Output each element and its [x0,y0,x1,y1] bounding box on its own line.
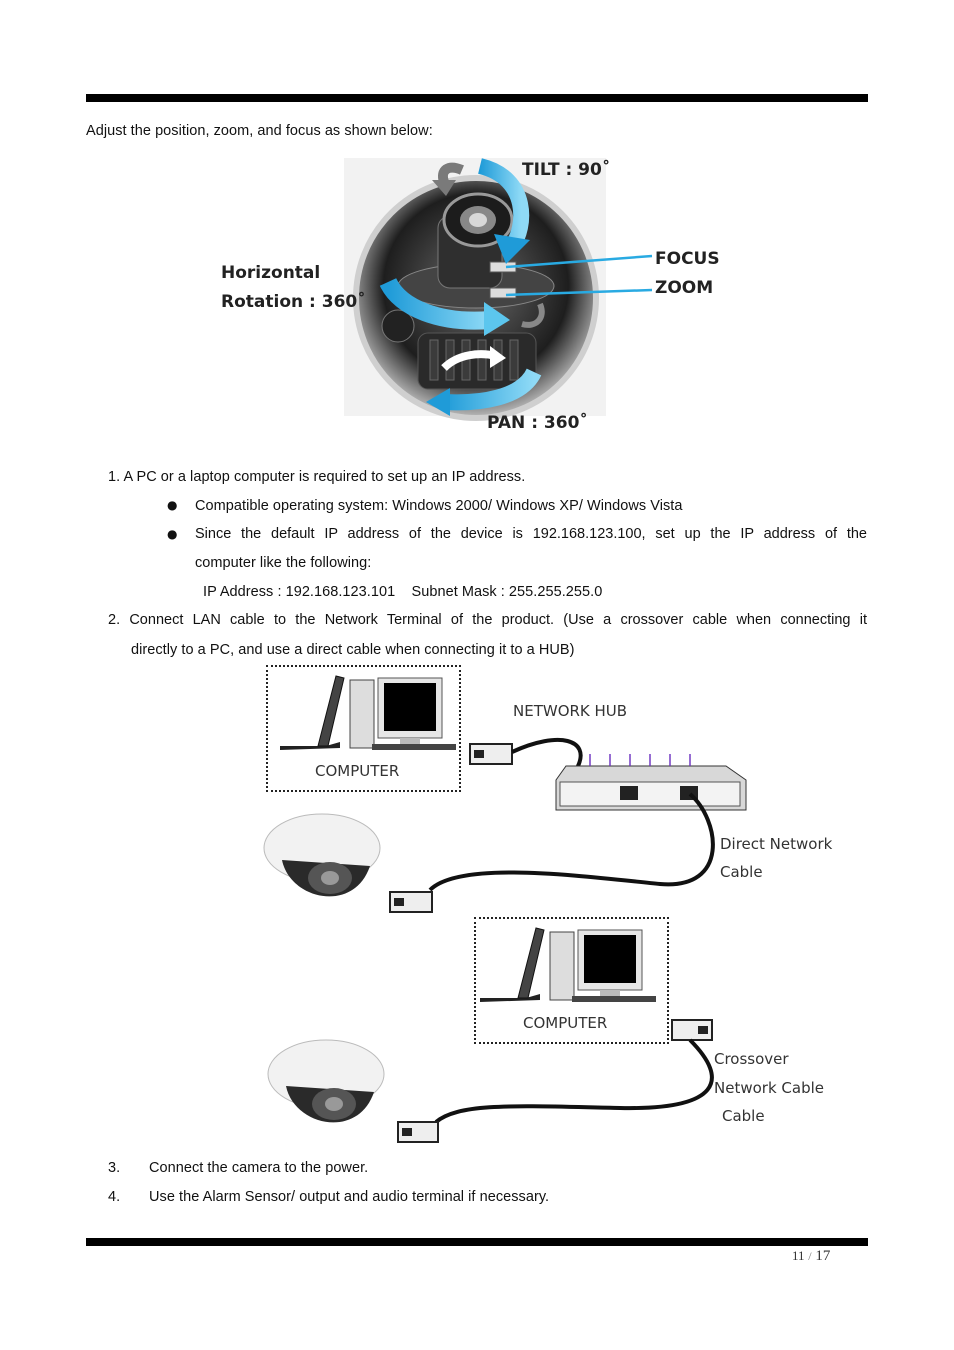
crossover-label-2: Network Cable [714,1079,824,1097]
zoom-label: ZOOM [655,278,714,298]
intro-text: Adjust the position, zoom, and focus as … [86,123,433,139]
step4-text: Use the Alarm Sensor/ output and audio t… [149,1189,550,1205]
step2-line2: directly to a PC, and use a direct cable… [131,642,575,658]
focus-label: FOCUS [655,249,720,269]
network-diagram [263,675,747,1143]
step3-text: Connect the camera to the power. [149,1160,369,1176]
computer-icon-1 [280,675,456,750]
bullet-dot-2: ● [167,527,178,541]
computer-box-1 [266,665,461,792]
step3-number: 3. [108,1160,121,1176]
computer-label-2: COMPUTER [523,1014,608,1032]
network-hub-label: NETWORK HUB [513,702,628,720]
crossover-label-3: Cable [722,1107,765,1125]
rotation-label: Rotation : 360˚ [221,292,366,312]
bullet2-line1: Since the default IP address of the devi… [195,526,867,542]
header-rule [86,94,868,102]
direct-cable-label-1: Direct Network [720,835,833,853]
computer-label-1: COMPUTER [315,762,400,780]
camera-adjust-figure [344,158,653,421]
footer-rule [86,1238,868,1246]
pan-label: PAN : 360˚ [487,413,588,433]
direct-cable-label-2: Cable [720,863,763,881]
crossover-label-1: Crossover [714,1050,789,1068]
computer-box-2 [474,917,669,1044]
ip-settings: IP Address : 192.168.123.101 Subnet Mask… [203,584,603,600]
page-total: 17 [815,1248,831,1264]
bullet1-text: Compatible operating system: Windows 200… [195,498,683,514]
page-separator: / [808,1249,812,1263]
network-hub-icon [555,754,747,811]
tilt-label: TILT : 90˚ [522,160,611,180]
page-number: 11 / 17 [792,1248,830,1265]
step2-line1: 2. Connect LAN cable to the Network Term… [108,612,867,628]
step4-number: 4. [108,1189,121,1205]
computer-icon-2 [480,927,656,1002]
step1-text: 1. A PC or a laptop computer is required… [108,469,526,485]
bullet-dot-1: ● [167,498,178,512]
horizontal-label: Horizontal [221,263,321,283]
dome-camera-icon-2 [267,1039,385,1123]
dome-camera-icon-1 [263,813,381,897]
page-current: 11 [792,1248,805,1263]
bullet2-line2: computer like the following: [195,555,372,571]
